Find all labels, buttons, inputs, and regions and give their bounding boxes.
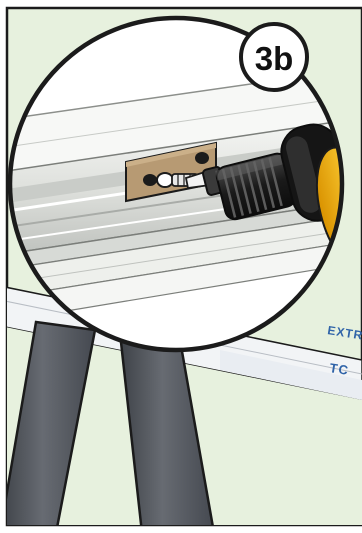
step-badge: 3b <box>241 24 307 90</box>
step-label: 3b <box>255 40 294 77</box>
panel-text-bottom: TC <box>329 360 350 378</box>
